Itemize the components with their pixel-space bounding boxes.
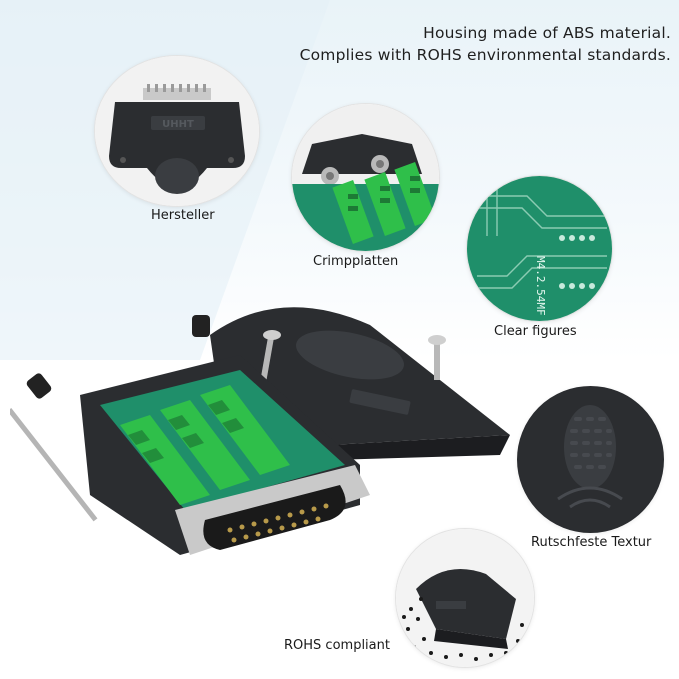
texture-closeup-image [518, 387, 663, 532]
rohs-circle [395, 528, 535, 668]
rohs-closeup-image [396, 529, 534, 667]
hersteller-circle: UHHT [94, 55, 260, 207]
clear-figures-label: Clear figures [494, 324, 577, 339]
rohs-label: ROHS compliant [284, 638, 390, 653]
headline-line-2: Complies with ROHS environmental standar… [299, 46, 671, 64]
pcb-closeup-image: M4.2.54MF [467, 176, 612, 321]
terminal-closeup-image [292, 104, 439, 251]
crimpplatten-label: Crimpplatten [313, 254, 399, 269]
headline: Housing made of ABS material. Complies w… [300, 22, 671, 66]
product-main-image [10, 307, 510, 555]
headline-line-1: Housing made of ABS material. [423, 24, 671, 42]
housing-back-image: UHHT [95, 56, 259, 206]
crimpplatten-circle [291, 103, 440, 252]
rutschfeste-label: Rutschfeste Textur [531, 535, 652, 550]
logo-mark: UHHT [162, 119, 194, 130]
rutschfeste-circle [517, 386, 664, 533]
pcb-label-text: M4.2.54MF [534, 256, 547, 316]
hersteller-label: Hersteller [151, 208, 215, 223]
clear-figures-circle: M4.2.54MF [466, 175, 613, 322]
